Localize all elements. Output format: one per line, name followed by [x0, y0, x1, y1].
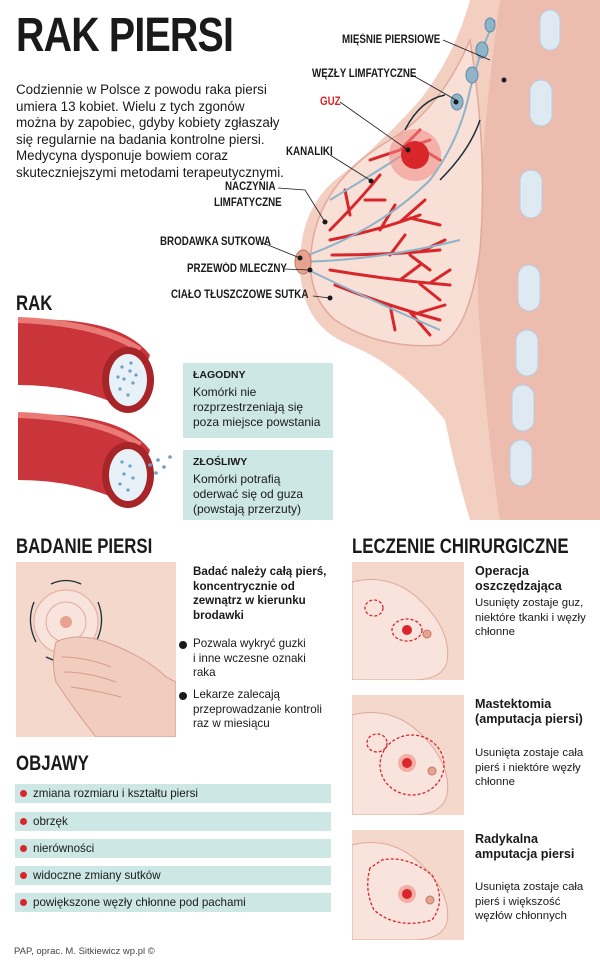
surgery-illustration	[352, 830, 464, 940]
ribs	[509, 9, 561, 487]
label-muscles: MIĘŚNIE PIERSIOWE	[342, 34, 441, 46]
malignant-box: ZŁOŚLIWY Komórki potrafią oderwać się od…	[183, 450, 333, 520]
label-ducts: KANALIKI	[286, 146, 333, 158]
bullet-dot	[179, 692, 187, 700]
section-heading-cancer: RAK	[16, 292, 53, 315]
symptom-dot	[20, 845, 27, 852]
symptom-text: widoczne zmiany sutków	[33, 869, 161, 882]
surgery-title: Operacja oszczędzająca	[475, 564, 562, 593]
exam-bullet-text: Lekarze zalecają przeprowadzanie kontrol…	[193, 688, 322, 731]
benign-title: ŁAGODNY	[193, 369, 246, 381]
label-tumor: GUZ	[320, 96, 341, 108]
symptom-dot	[20, 872, 27, 879]
intro-text: Codziennie w Polsce z powodu raka piersi…	[16, 82, 284, 180]
leader-lines	[262, 39, 491, 299]
symptom-item: nierówności	[15, 839, 331, 858]
label-milk-duct: PRZEWÓD MLECZNY	[187, 263, 287, 275]
label-lymph-vessels-2: LIMFATYCZNE	[214, 197, 282, 209]
symptom-text: powiększone węzły chłonne pod pachami	[33, 896, 246, 909]
breast-tissue	[309, 37, 484, 347]
symptom-item: widoczne zmiany sutków	[15, 866, 331, 885]
section-heading-surgery: LECZENIE CHIRURGICZNE	[352, 535, 569, 558]
surgery-text: Usunięta zostaje cała pierś i niektóre w…	[475, 747, 584, 788]
symptom-item: obrzęk	[15, 812, 331, 831]
chest-wall	[477, 0, 600, 520]
exam-bullet-text: Pozwala wykryć guzki i inne wczesne ozna…	[193, 637, 306, 680]
surgery-text: Usunięta zostaje cała pierś i większość …	[475, 881, 584, 922]
benign-text: Komórki nie rozprzestrzeniają się poza m…	[193, 385, 321, 429]
symptom-text: obrzęk	[33, 815, 68, 828]
leader-dots	[297, 77, 507, 301]
exam-bullet: Pozwala wykryć guzki i inne wczesne ozna…	[179, 637, 311, 681]
section-heading-exam: BADANIE PIERSI	[16, 535, 153, 558]
symptom-item: zmiana rozmiaru i kształtu piersi	[15, 784, 331, 803]
vessel-illustrations	[17, 317, 172, 508]
label-fat-tissue: CIAŁO TŁUSZCZOWE SUTKA	[171, 289, 309, 301]
symptom-text: nierówności	[33, 842, 95, 855]
breast-anatomy-illustration	[262, 0, 600, 520]
malignant-text: Komórki potrafią oderwać się od guza (po…	[193, 472, 304, 516]
source-credit: PAP, oprac. M. Sitkiewicz wp.pl ©	[14, 946, 155, 957]
surgery-illustration	[352, 562, 464, 680]
benign-box: ŁAGODNY Komórki nie rozprzestrzeniają si…	[183, 363, 333, 438]
exam-bullet: Lekarze zalecają przeprowadzanie kontrol…	[179, 688, 331, 732]
surgery-title: Mastektomia (amputacja piersi)	[475, 697, 583, 726]
symptom-dot	[20, 790, 27, 797]
label-nipple: BRODAWKA SUTKOWA	[160, 236, 271, 248]
surgery-title: Radykalna amputacja piersi	[475, 832, 575, 861]
symptom-dot	[20, 899, 27, 906]
malignant-title: ZŁOŚLIWY	[193, 456, 248, 468]
self-exam-illustration	[16, 562, 176, 737]
tumor	[401, 141, 429, 169]
surgery-illustration	[352, 695, 464, 815]
spread-arrows	[404, 94, 481, 181]
symptom-dot	[20, 818, 27, 825]
section-heading-symptoms: OBJAWY	[16, 752, 89, 775]
symptom-item: powiększone węzły chłonne pod pachami	[15, 893, 331, 912]
lymph-nodes	[450, 17, 496, 111]
bullet-dot	[179, 641, 187, 649]
exam-instruction: Badać należy całą pierś, koncentrycznie …	[193, 565, 327, 622]
label-lymph-vessels-1: NACZYNIA	[225, 181, 276, 193]
surgery-text: Usunięty zostaje guz, niektóre tkanki i …	[475, 597, 586, 638]
page-title: RAK PIERSI	[16, 9, 234, 62]
symptom-text: zmiana rozmiaru i kształtu piersi	[33, 787, 198, 800]
label-lymph-nodes: WĘZŁY LIMFATYCZNE	[312, 68, 417, 80]
